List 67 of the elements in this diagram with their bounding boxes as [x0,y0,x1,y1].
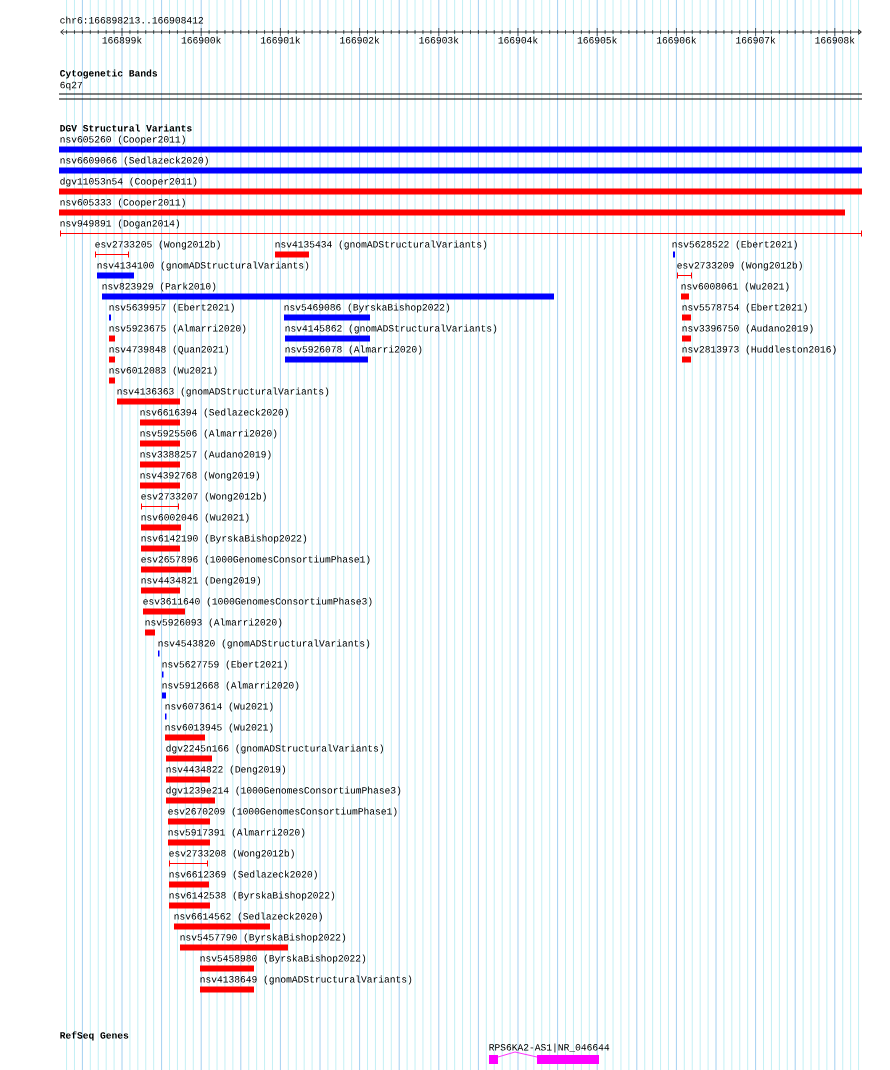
variant-label: nsv6616394 (Sedlazeck2020) [140,408,288,418]
tick-label: 166901k [260,36,301,44]
variant-label: esv2733209 (Wong2012b) [677,261,802,271]
variant-label: esv3611640 (1000GenomesConsortiumPhase3) [143,597,372,607]
variant-label: nsv3388257 (Audano2019) [140,450,271,460]
tick-label: 166906k [656,36,697,44]
variant-label: nsv823929 (Park2010) [102,282,216,292]
variant-label: nsv6008061 (Wu2021) [681,282,789,292]
variant-label: nsv4739848 (Quan2021) [109,345,229,355]
variant-label: nsv5628522 (Ebert2021) [672,240,797,250]
variant-label: nsv4434821 (Deng2019) [141,576,261,586]
variant-label: nsv5457790 (ByrskaBishop2022) [180,933,346,943]
variant-label: nsv5917391 (Almarri2020) [168,828,305,838]
tick-label: 166905k [577,36,617,44]
variant-label: nsv6614562 (Sedlazeck2020) [174,912,322,922]
variant-label: nsv6013945 (Wu2021) [165,723,273,733]
coordinate-label: chr6:166898213..166908412 [60,16,203,24]
variant-label: nsv6002046 (Wu2021) [141,513,249,523]
variant-label: nsv4145862 (gnomADStructuralVariants) [285,324,497,334]
variant-label: esv2733207 (Wong2012b) [141,492,266,502]
variant-label: nsv4135434 (gnomADStructuralVariants) [275,240,487,250]
gene-label: RPS6KA2-AS1|NR_046644 [489,1043,610,1053]
track-title: Cytogenetic Bands [60,69,158,79]
variant-label: esv2733208 (Wong2012b) [169,849,294,859]
variant-label: nsv4138649 (gnomADStructuralVariants) [200,975,412,985]
variant-label: nsv3396750 (Audano2019) [682,324,813,334]
variant-label: nsv4434822 (Deng2019) [166,765,286,775]
variant-label: esv2733205 (Wong2012b) [95,240,220,250]
variant-label: nsv5926078 (Almarri2020) [285,345,422,355]
variant-label: nsv5923675 (Almarri2020) [109,324,246,334]
variant-label: nsv605260 (Cooper2011) [60,135,185,145]
variant-label: nsv5926093 (Almarri2020) [145,618,282,628]
variant-label: nsv5912668 (Almarri2020) [162,681,299,691]
tick-label: 166899k [102,36,142,44]
variant-label: nsv5578754 (Ebert2021) [682,303,807,313]
variant-label: esv2670209 (1000GenomesConsortiumPhase1) [168,807,397,817]
variant-label: esv2657896 (1000GenomesConsortiumPhase1) [141,555,370,565]
tick-label: 166908k [815,36,855,44]
variant-label: dgv11053n54 (Cooper2011) [60,177,197,187]
variant-label: nsv6073614 (Wu2021) [165,702,273,712]
variant-label: dgv1239e214 (1000GenomesConsortiumPhase3) [166,786,401,796]
variant-label: nsv4392768 (Wong2019) [140,471,260,481]
tick-label: 166904k [498,36,538,44]
tick-label: 166902k [340,36,380,44]
variant-label: nsv4136363 (gnomADStructuralVariants) [117,387,329,397]
variant-label: nsv6612369 (Sedlazeck2020) [169,870,317,880]
variant-label: nsv6142538 (ByrskaBishop2022) [169,891,335,901]
variant-label: nsv5639957 (Ebert2021) [109,303,234,313]
band-label: 6q27 [60,81,82,91]
variant-label: nsv605333 (Cooper2011) [60,198,185,208]
variant-label: nsv2813973 (Huddleston2016) [682,345,836,355]
tick-label: 166903k [419,36,459,44]
tick-label: 166907k [736,36,776,44]
variant-label: nsv6142190 (ByrskaBishop2022) [141,534,307,544]
variant-label: nsv5627759 (Ebert2021) [162,660,287,670]
variant-label: nsv6609066 (Sedlazeck2020) [60,156,208,166]
variant-label: nsv5925506 (Almarri2020) [140,429,277,439]
variant-label: nsv4543820 (gnomADStructuralVariants) [158,639,370,649]
track-title: DGV Structural Variants [60,124,192,132]
variant-label: nsv5458980 (ByrskaBishop2022) [200,954,366,964]
variant-label: nsv949891 (Dogan2014) [60,219,180,229]
variant-label: dgv2245n166 (gnomADStructuralVariants) [166,744,383,754]
track-title: RefSeq Genes [60,1031,129,1041]
tick-label: 166900k [181,36,221,44]
variant-label: nsv4134100 (gnomADStructuralVariants) [97,261,309,271]
variant-label: nsv6012083 (Wu2021) [109,366,217,376]
variant-label: nsv5469086 (ByrskaBishop2022) [284,303,450,313]
